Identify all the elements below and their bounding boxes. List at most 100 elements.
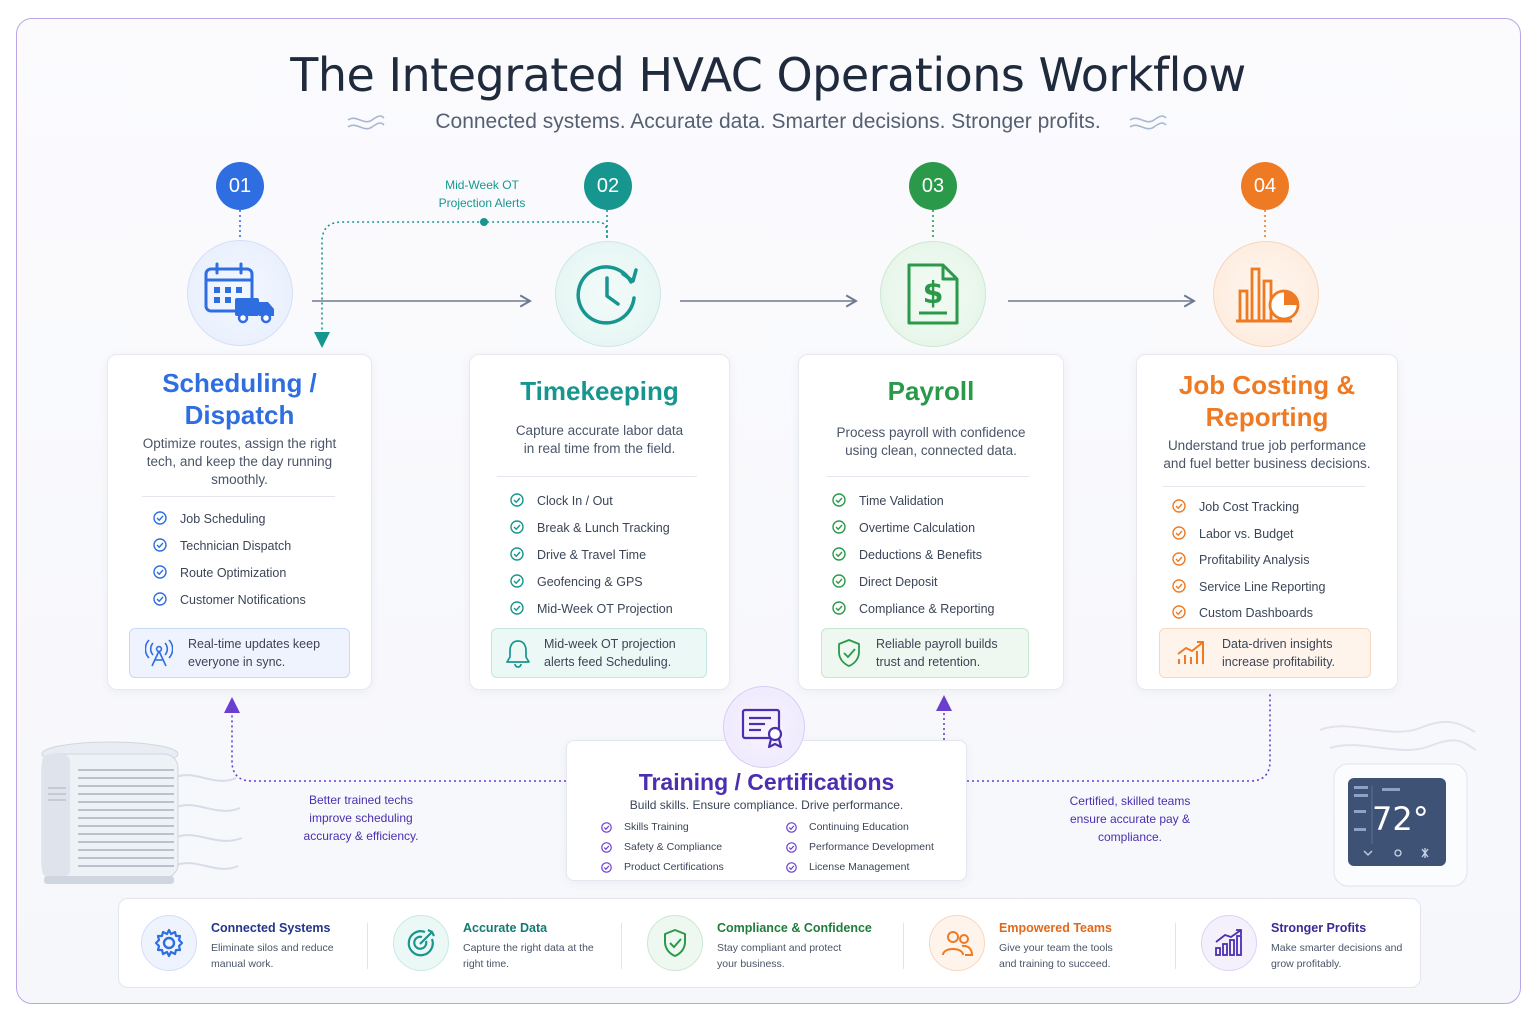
check-circle-icon [786, 821, 797, 833]
check-circle-icon [832, 547, 846, 561]
list-item: Mid-Week OT Projection [510, 600, 673, 627]
check-circle-icon [601, 861, 612, 873]
list-item: Technician Dispatch [153, 537, 306, 564]
list-item-label: Break & Lunch Tracking [537, 521, 670, 535]
scheduling-card: Scheduling / Dispatch Optimize routes, a… [107, 354, 372, 690]
check-circle-icon [1172, 552, 1186, 566]
list-item: Clock In / Out [510, 492, 673, 519]
benefit-title: Compliance & Confidence [717, 921, 872, 935]
list-item-label: Job Cost Tracking [1199, 500, 1300, 514]
benefit-description: Stay compliant and protect your business… [717, 942, 842, 970]
benefit-icon-circle [393, 915, 449, 971]
thermostat-device-icon [1319, 720, 1477, 887]
payroll-title: Payroll [887, 376, 975, 406]
step-number-03: 03 [909, 162, 957, 210]
list-item: Job Scheduling [153, 510, 306, 537]
scheduling-description: Optimize routes, assign the right tech, … [142, 436, 337, 487]
payroll-note-text: Reliable payroll builds trust and retent… [876, 637, 998, 669]
list-item: License Management [786, 857, 934, 877]
list-item: Geofencing & GPS [510, 573, 673, 600]
benefit-stronger-profits: Stronger Profits Make smarter decisions … [1179, 899, 1421, 989]
list-item-label: Route Optimization [180, 566, 287, 580]
scheduling-title-line2: Dispatch [184, 400, 295, 430]
check-circle-icon [786, 861, 797, 873]
timekeeping-title: Timekeeping [520, 376, 679, 406]
list-item: Route Optimization [153, 564, 306, 591]
check-circle-icon [1172, 578, 1186, 593]
job-costing-icon-circle [1213, 241, 1319, 347]
list-item-label: Labor vs. Budget [1199, 526, 1294, 541]
list-item-label: Clock In / Out [537, 494, 613, 508]
benefit-title: Stronger Profits [1271, 921, 1367, 935]
list-item: Job Cost Tracking [1172, 498, 1325, 525]
antenna-icon [145, 639, 173, 667]
payroll-icon-circle: $ [880, 241, 986, 347]
list-item-label: Performance Development [809, 841, 934, 853]
training-left-label: Better trained techs improve scheduling … [303, 793, 419, 843]
bar-pie-chart-icon [1236, 267, 1300, 323]
thermostat-temperature: 72° [1372, 800, 1429, 838]
benefits-bar: Connected Systems Eliminate silos and re… [118, 898, 1421, 988]
divider [621, 923, 622, 969]
divider [826, 476, 1029, 477]
job-costing-title-line2: Reporting [1205, 402, 1329, 432]
job-costing-title-line1: Job Costing & [1178, 370, 1356, 400]
timekeeping-feature-list: Clock In / Out Break & Lunch Tracking Dr… [510, 492, 673, 627]
check-circle-icon [153, 565, 167, 579]
list-item-label: Mid-Week OT Projection [537, 602, 673, 616]
benefit-description: Make smarter decisions and grow profitab… [1271, 942, 1403, 970]
job-costing-note-text: Data-driven insights increase profitabil… [1222, 637, 1336, 669]
target-icon [407, 929, 435, 957]
list-item-label: Drive & Travel Time [537, 548, 647, 562]
list-item: Service Line Reporting [1172, 578, 1325, 605]
check-circle-icon [153, 538, 167, 552]
list-item-label: Safety & Compliance [624, 841, 723, 853]
bell-icon [506, 640, 530, 668]
team-icon [942, 931, 973, 956]
shield-check-icon [838, 639, 860, 667]
timekeeping-description: Capture accurate labor data in real time… [515, 423, 684, 456]
benefit-compliance: Compliance & Confidence Stay compliant a… [625, 899, 903, 989]
list-item-label: Geofencing & GPS [537, 575, 643, 589]
list-item: Custom Dashboards [1172, 604, 1325, 631]
list-item-label: Time Validation [859, 494, 944, 508]
check-circle-icon [601, 841, 612, 853]
ac-condenser-icon [41, 741, 243, 884]
job-costing-card: Job Costing & Reporting Understand true … [1136, 354, 1398, 690]
certificate-icon [741, 708, 783, 748]
benefit-title: Accurate Data [463, 921, 548, 935]
list-item: Drive & Travel Time [510, 546, 673, 573]
shield-check-icon [664, 929, 686, 957]
check-circle-icon [153, 592, 167, 606]
benefit-icon-circle [1201, 915, 1257, 971]
right-wave-icon [1129, 115, 1167, 130]
list-item-label: Profitability Analysis [1199, 553, 1310, 567]
check-circle-icon [786, 841, 797, 853]
dollar-document-icon: $ [907, 263, 959, 325]
check-circle-icon [510, 574, 524, 588]
benefit-connected-systems: Connected Systems Eliminate silos and re… [119, 899, 367, 989]
check-circle-icon [153, 511, 167, 525]
list-item-label: License Management [809, 861, 910, 873]
job-costing-description: Understand true job performance and fuel… [1163, 438, 1371, 471]
training-icon-circle [723, 686, 805, 768]
trend-up-icon [1177, 641, 1204, 664]
list-item-label: Continuing Education [809, 821, 909, 833]
training-title: Training / Certifications [638, 769, 895, 795]
benefit-description: Give your team the tools and training to… [999, 942, 1113, 970]
list-item-label: Service Line Reporting [1199, 579, 1326, 594]
svg-text:$: $ [923, 276, 944, 311]
check-circle-icon [510, 520, 524, 534]
scheduling-feature-list: Job Scheduling Technician Dispatch Route… [153, 510, 306, 618]
divider [903, 923, 904, 969]
check-circle-icon [832, 520, 846, 534]
check-circle-icon [510, 493, 524, 507]
check-circle-icon [832, 574, 846, 588]
payroll-card: Payroll Process payroll with confidence … [798, 354, 1064, 690]
benefit-description: Eliminate silos and reduce manual work. [211, 942, 334, 970]
list-item-label: Custom Dashboards [1199, 606, 1313, 620]
step-number-02: 02 [584, 162, 632, 210]
check-circle-icon [601, 821, 612, 833]
payroll-feature-list: Time Validation Overtime Calculation Ded… [832, 492, 995, 627]
